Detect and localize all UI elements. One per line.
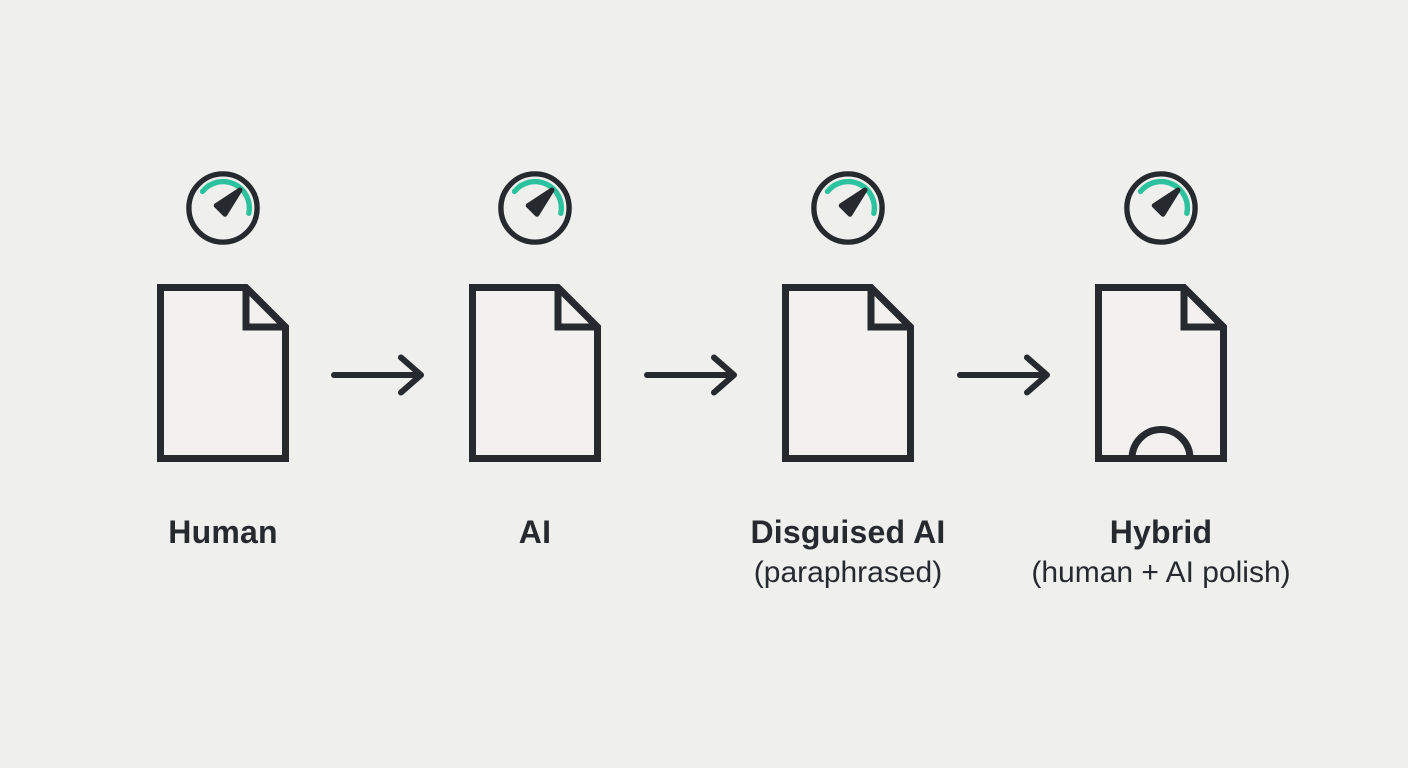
speedometer-gauge-icon	[811, 171, 885, 245]
speedometer-gauge-icon	[1124, 171, 1198, 245]
stage-hybrid: Hybrid (human + AI polish)	[1001, 0, 1321, 768]
arch-detail	[1128, 426, 1194, 459]
stage-label: AI	[518, 514, 552, 550]
document-icon	[782, 284, 914, 462]
stage-human: Human	[63, 0, 383, 768]
document-icon	[157, 284, 289, 462]
document-icon	[469, 284, 601, 462]
stage-label: Disguised AI	[750, 514, 946, 550]
right-arrow-icon	[957, 354, 1050, 396]
stage-disguised-ai: Disguised AI (paraphrased)	[688, 0, 1008, 768]
stage-label: Hybrid	[1109, 514, 1213, 550]
right-arrow-icon	[644, 354, 737, 396]
stage-label: Human	[168, 514, 278, 550]
right-arrow-icon	[331, 354, 424, 396]
document-hybrid-icon	[1095, 284, 1227, 462]
stage-sublabel: (human + AI polish)	[1031, 556, 1291, 589]
stage-ai: AI	[375, 0, 695, 768]
speedometer-gauge-icon	[186, 171, 260, 245]
stage-sublabel: (paraphrased)	[753, 556, 943, 589]
speedometer-gauge-icon	[498, 171, 572, 245]
